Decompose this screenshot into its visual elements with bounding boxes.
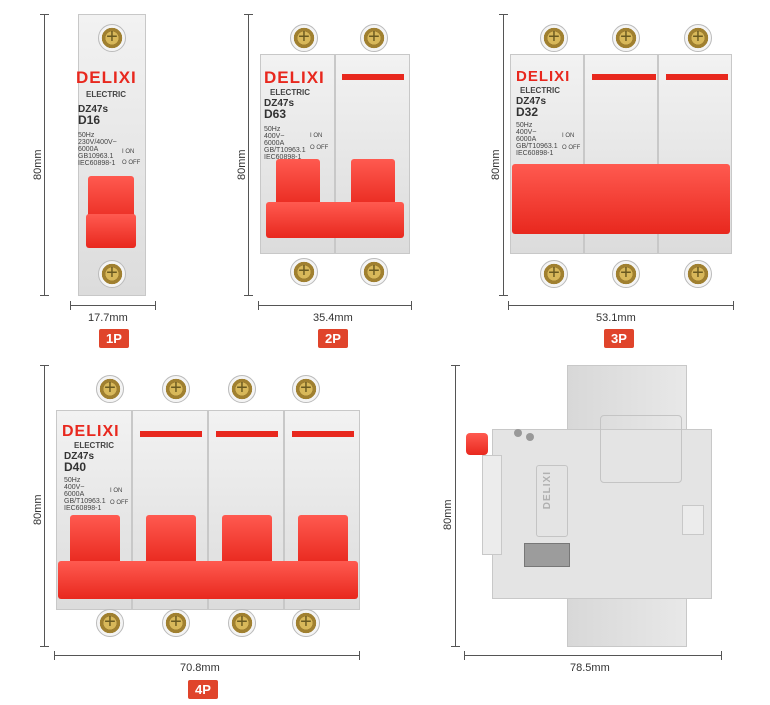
height-dimension-2p [244, 14, 253, 296]
screw-icon [540, 24, 568, 52]
screw-icon [290, 24, 318, 52]
screw-icon [292, 375, 320, 403]
breaker-2p: DELIXI ELECTRIC DZ47s D63 50Hz 400V~ 600… [260, 14, 410, 296]
screw-icon [96, 609, 124, 637]
badge-2p: 2P [318, 329, 348, 348]
width-label-4p: 70.8mm [180, 662, 220, 674]
brand-logo: DELIXI [516, 68, 571, 85]
brand-logo: DELIXI [62, 423, 120, 440]
screw-icon [684, 260, 712, 288]
height-label-side: 80mm [442, 499, 454, 530]
height-dimension-4p [40, 365, 49, 647]
screw-icon [540, 260, 568, 288]
screw-icon [162, 375, 190, 403]
width-label-3p: 53.1mm [596, 312, 636, 324]
screw-icon [98, 24, 126, 52]
screw-icon [228, 609, 256, 637]
brand-logo: DELIXI [76, 68, 137, 87]
height-dimension-3p [499, 14, 508, 296]
width-dimension-2p [258, 301, 412, 310]
width-dimension-3p [508, 301, 734, 310]
screw-icon [292, 609, 320, 637]
screw-icon [162, 609, 190, 637]
screw-icon [612, 24, 640, 52]
side-embossed-logo: DELIXI [542, 471, 553, 510]
width-dimension-1p [70, 301, 156, 310]
screw-icon [228, 375, 256, 403]
height-label-1p: 80mm [32, 149, 44, 180]
brand-logo: DELIXI [264, 68, 325, 87]
width-label-side: 78.5mm [570, 662, 610, 674]
breaker-4p: DELIXI ELECTRIC DZ47s D40 50Hz 400V~ 600… [56, 365, 360, 647]
toggle-handle [58, 561, 358, 599]
height-dimension-1p [40, 14, 49, 296]
breaker-1p: DELIXI ELECTRIC DZ47s D16 50Hz 230V/400V… [72, 14, 152, 296]
badge-1p: 1P [99, 329, 129, 348]
height-label-2p: 80mm [236, 149, 248, 180]
screw-icon [612, 260, 640, 288]
screw-icon [684, 24, 712, 52]
screw-icon [98, 260, 126, 288]
badge-4p: 4P [188, 680, 218, 699]
toggle-handle [466, 433, 488, 455]
breaker-side-view: DELIXI [462, 365, 722, 647]
height-label-3p: 80mm [490, 149, 502, 180]
badge-3p: 3P [604, 329, 634, 348]
breaker-3p: DELIXI ELECTRIC DZ47s D32 50Hz 400V~ 600… [510, 14, 732, 296]
toggle-handle [266, 202, 404, 238]
width-dimension-side [464, 651, 722, 660]
toggle-handle [512, 164, 730, 234]
screw-icon [96, 375, 124, 403]
width-label-2p: 35.4mm [313, 312, 353, 324]
width-label-1p: 17.7mm [88, 312, 128, 324]
screw-icon [360, 258, 388, 286]
height-dimension-side [451, 365, 460, 647]
screw-icon [360, 24, 388, 52]
window [524, 543, 570, 567]
height-label-4p: 80mm [32, 494, 44, 525]
screw-icon [290, 258, 318, 286]
width-dimension-4p [54, 651, 360, 660]
